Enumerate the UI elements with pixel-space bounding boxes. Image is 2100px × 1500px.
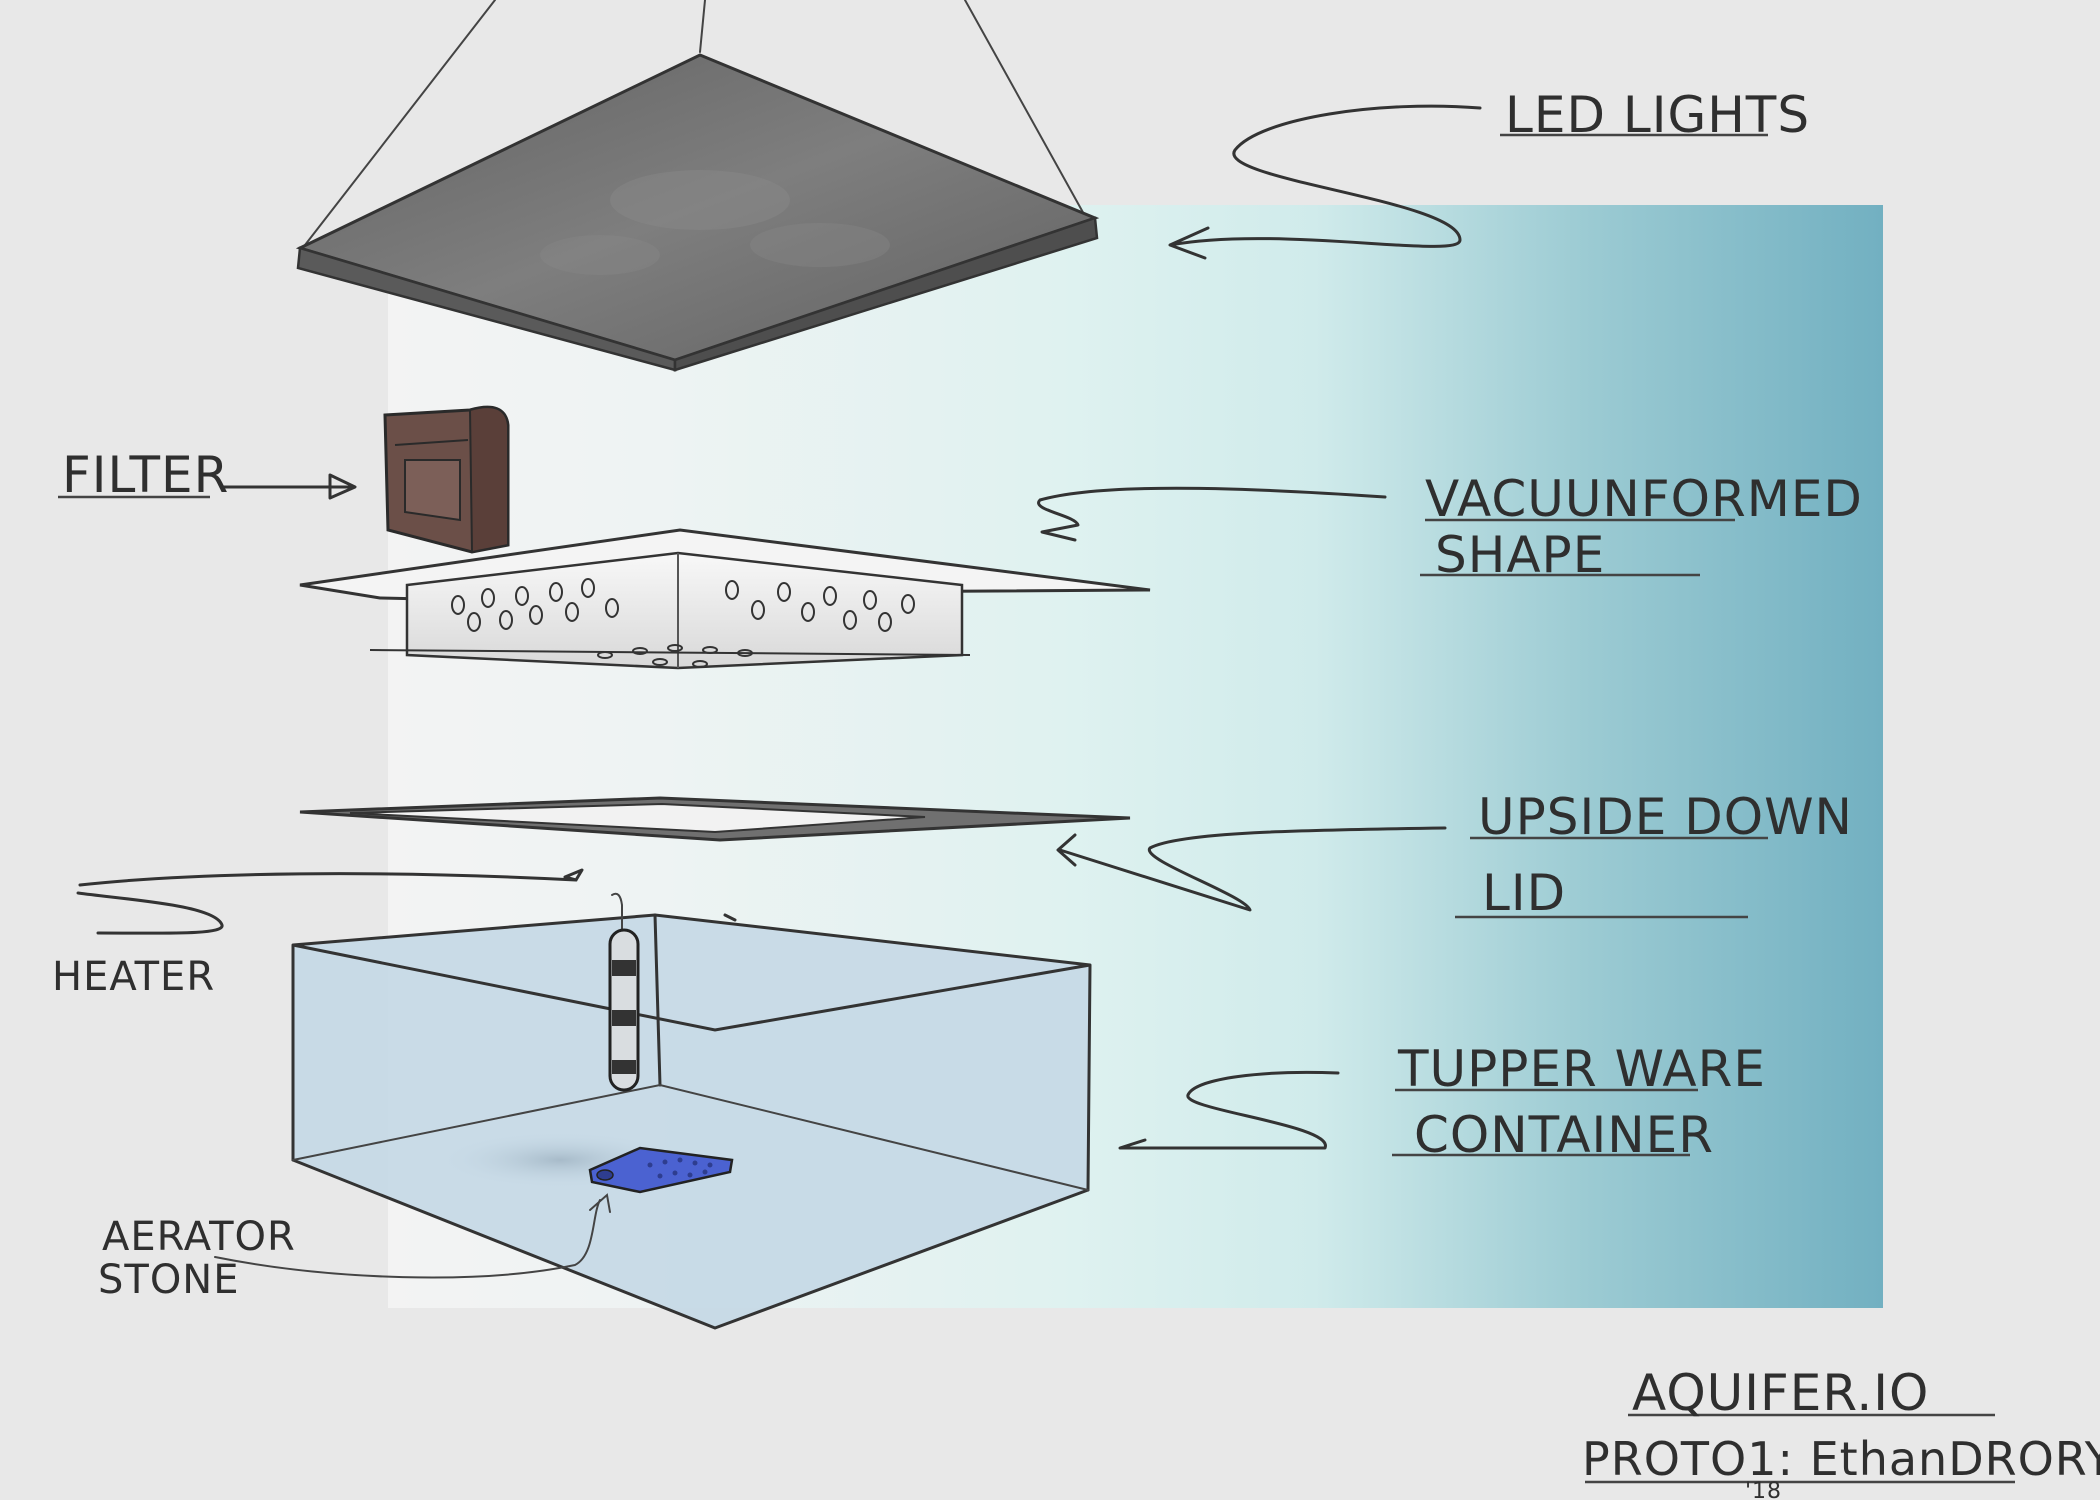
signature-block: AQUIFER.IO PROTO1: EthanDRORY '18 (1582, 1364, 2100, 1500)
container-label-line2: CONTAINER (1414, 1106, 1714, 1164)
filter-label: FILTER (62, 446, 229, 504)
aerator-label-line2: STONE (98, 1257, 240, 1303)
aerator-label-line1: AERATOR (102, 1214, 296, 1260)
lid-label-line1: UPSIDE DOWN (1478, 788, 1853, 846)
container-label-line1: TUPPER WARE (1397, 1040, 1766, 1098)
vacuum-formed-label-line1: VACUUNFORMED (1425, 470, 1863, 528)
vacuum-formed-label-line2: SHAPE (1435, 526, 1605, 584)
designer-credit: PROTO1: EthanDRORY (1582, 1432, 2100, 1486)
project-name: AQUIFER.IO (1632, 1364, 1929, 1422)
signature-year: '18 (1745, 1479, 1782, 1500)
lid-label-line2: LID (1482, 864, 1566, 922)
filter-unit (385, 407, 508, 552)
heater-label: HEATER (52, 954, 215, 1000)
led-lights-label: LED LIGHTS (1505, 86, 1810, 144)
